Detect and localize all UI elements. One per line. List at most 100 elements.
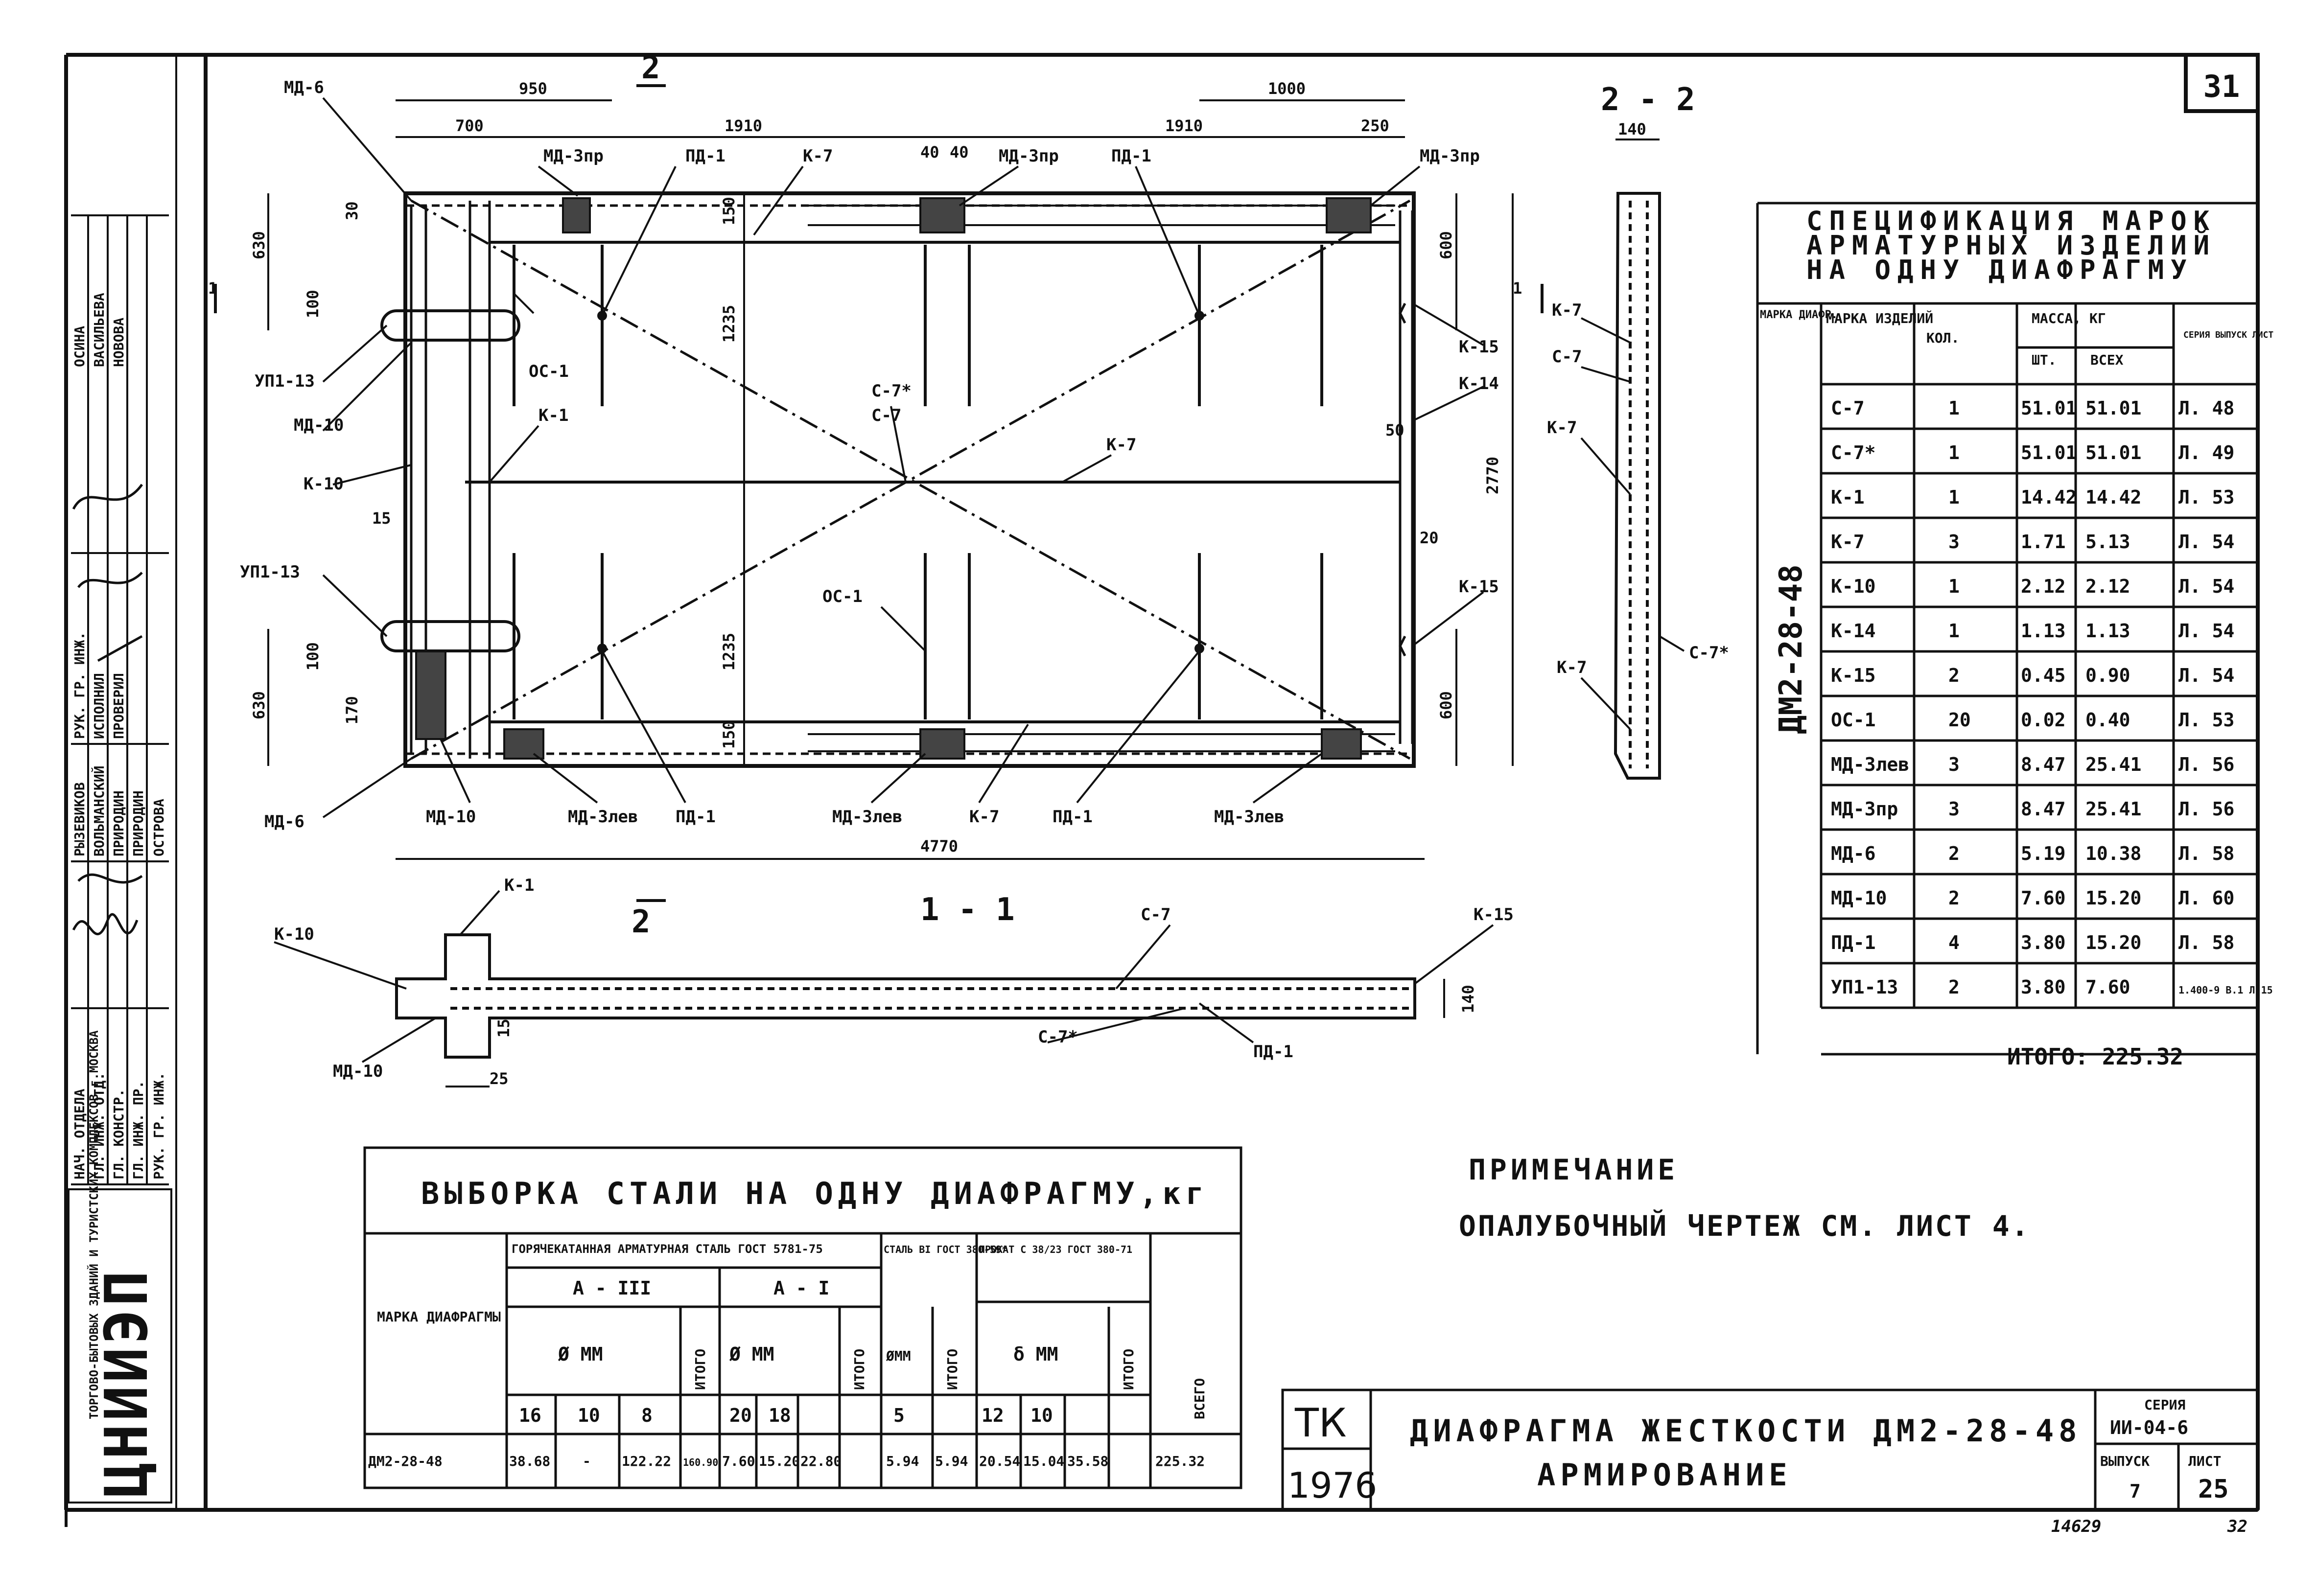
spec-cell: С-7: [1831, 397, 1865, 419]
spec-cell: 8.47: [2021, 754, 2066, 775]
spec-cell: 3.80: [2021, 976, 2066, 998]
steel-head-phi: Ø ММ: [729, 1343, 774, 1365]
steel-cell: 160.90: [683, 1457, 718, 1468]
steel-cell: 20.54: [979, 1453, 1020, 1469]
spec-cell: 3: [1948, 754, 1960, 775]
dim-2770: 2770: [1483, 457, 1502, 494]
signatures: [72, 484, 143, 935]
spec-grid: [1756, 202, 2259, 1056]
label-md10: МД-10: [333, 1062, 383, 1081]
tb-list: 25: [2198, 1475, 2229, 1504]
dim-40: 40: [920, 143, 939, 162]
spec-cell: Л. 49: [2178, 442, 2234, 463]
spec-title-line: СПЕЦИФИКАЦИЯ МАРОК: [1806, 206, 2216, 236]
spec-cell: 3: [1948, 531, 1960, 553]
spec-cell: Л. 58: [2178, 843, 2234, 864]
steel-head-phimm: ØММ: [886, 1348, 911, 1364]
spec-cell: 8.47: [2021, 798, 2066, 820]
label-pd1: ПД-1: [1053, 807, 1093, 827]
dim-1910: 1910: [1165, 116, 1203, 135]
spec-cell: 15.20: [2085, 932, 2141, 953]
spec-cell: Л. 56: [2178, 798, 2234, 820]
spec-cell: 7.60: [2085, 976, 2130, 998]
org-text: ТОРГОВО-БЫТОВЫХ ЗДАНИЙ И ТУРИСТСКИХ КОМП…: [87, 1030, 101, 1419]
spec-cell: 10.38: [2085, 843, 2141, 864]
label-k1: К-1: [504, 876, 534, 895]
dim-250: 250: [1361, 116, 1389, 135]
label-k10: К-10: [304, 474, 344, 494]
label-pd1: ПД-1: [1253, 1042, 1293, 1062]
spec-cell: 7.60: [2021, 887, 2066, 909]
steel-cell: 22.80: [800, 1453, 842, 1469]
steel-head-itogo: ИТОГО: [944, 1349, 960, 1390]
stamp-name: ОСТРОВА: [151, 799, 167, 856]
label-md3pr: МД-3пр: [999, 146, 1059, 166]
spec-cell: 3.80: [2021, 932, 2066, 953]
stamp-name: ОСИНА: [71, 326, 88, 367]
dim-950: 950: [519, 79, 547, 98]
spec-head-vseh: ВСЕХ: [2090, 352, 2124, 368]
spec-cell: Л. 54: [2178, 576, 2234, 597]
stamp-role: ИСПОЛНИЛ: [91, 673, 107, 739]
steel-cell: 15.20: [759, 1453, 800, 1469]
note-title: ПРИМЕЧАНИЕ: [1469, 1153, 1679, 1186]
spec-cell: МД-6: [1831, 843, 1876, 864]
spec-title-line: НА ОДНУ ДИАФРАГМУ: [1806, 254, 2194, 285]
steel-diam: 10: [578, 1405, 600, 1426]
spec-cell: 51.01: [2085, 442, 2141, 463]
spec-cell: 1.400-9 В.1 Л.15: [2178, 984, 2273, 996]
spec-cell: 1: [1948, 442, 1960, 463]
stamp-name: ПРИРОДИН: [130, 790, 146, 856]
spec-cell: 1: [1948, 576, 1960, 597]
stirrup-bars: [513, 245, 1323, 719]
spec-cell: 3: [1948, 798, 1960, 820]
plan-leaders: [322, 97, 1484, 818]
label-md10: МД-10: [294, 416, 344, 435]
cut-label: 1: [208, 279, 217, 298]
stamp-name: НОВОВА: [111, 318, 127, 367]
plan-labels: МД-6 МД-3пр ПД-1 К-7 МД-3пр ПД-1 МД-3пр …: [240, 78, 1499, 832]
spec-cell: 51.01: [2021, 442, 2077, 463]
dim-15: 15: [372, 509, 391, 528]
label-k14: К-14: [1459, 374, 1499, 393]
spec-head-massa: МАССА, КГ: [2032, 310, 2106, 326]
dim-4770: 4770: [920, 837, 958, 856]
label-k15: К-15: [1474, 905, 1514, 925]
spec-cell: 1: [1948, 486, 1960, 508]
spec-cell: Л. 54: [2178, 620, 2234, 642]
steel-title: ВЫБОРКА СТАЛИ НА ОДНУ ДИАФРАГМУ,кг: [421, 1176, 1209, 1211]
label-md3lev: МД-3лев: [832, 807, 902, 827]
label-k7: К-7: [969, 807, 999, 827]
label-upi13: УП1-13: [255, 371, 315, 391]
dim-100: 100: [304, 290, 322, 318]
label-md6: МД-6: [264, 812, 304, 832]
label-c7: С-7: [1141, 905, 1170, 925]
spec-total: ИТОГО: 225.32: [2007, 1043, 2183, 1070]
spec-cell: Л. 54: [2178, 531, 2234, 553]
spec-cell: Л. 53: [2178, 486, 2234, 508]
spec-cell: 4: [1948, 932, 1960, 953]
label-md3lev: МД-3лев: [1214, 807, 1284, 827]
spec-cell: 25.41: [2085, 798, 2141, 820]
section-title: 2 - 2: [1601, 82, 1695, 118]
diagonal-bars: [410, 199, 1411, 760]
tb-vypusk-label: ВЫПУСК: [2100, 1453, 2150, 1469]
stamp-role: РУК. ГР. ИНЖ.: [71, 632, 88, 739]
plan-dim-lines: [267, 99, 1514, 860]
steel-head-a1: А - I: [773, 1277, 829, 1299]
spec-cell: 1: [1948, 620, 1960, 642]
dim-1235: 1235: [720, 305, 738, 343]
plan-dims: 950 700 1910 1910 1000 250 2770 1235 123…: [250, 79, 1502, 856]
steel-head-hot: ГОРЯЧЕКАТАННАЯ АРМАТУРНАЯ СТАЛЬ ГОСТ 578…: [512, 1242, 823, 1256]
steel-diam: 8: [641, 1405, 653, 1426]
spec-cell: Л. 56: [2178, 754, 2234, 775]
steel-head-itogo: ИТОГО: [692, 1349, 708, 1390]
spec-cell: 0.45: [2021, 665, 2066, 686]
footer-left: 14629: [2051, 1517, 2101, 1536]
steel-cell: 7.60: [722, 1453, 755, 1469]
tb-seria-label: СЕРИЯ: [2144, 1397, 2185, 1413]
dim-1910: 1910: [725, 116, 762, 135]
stamp-role: ГЛ. ИНЖ. ОТД.: [91, 1072, 107, 1180]
label-c7s: С-7*: [871, 381, 912, 401]
